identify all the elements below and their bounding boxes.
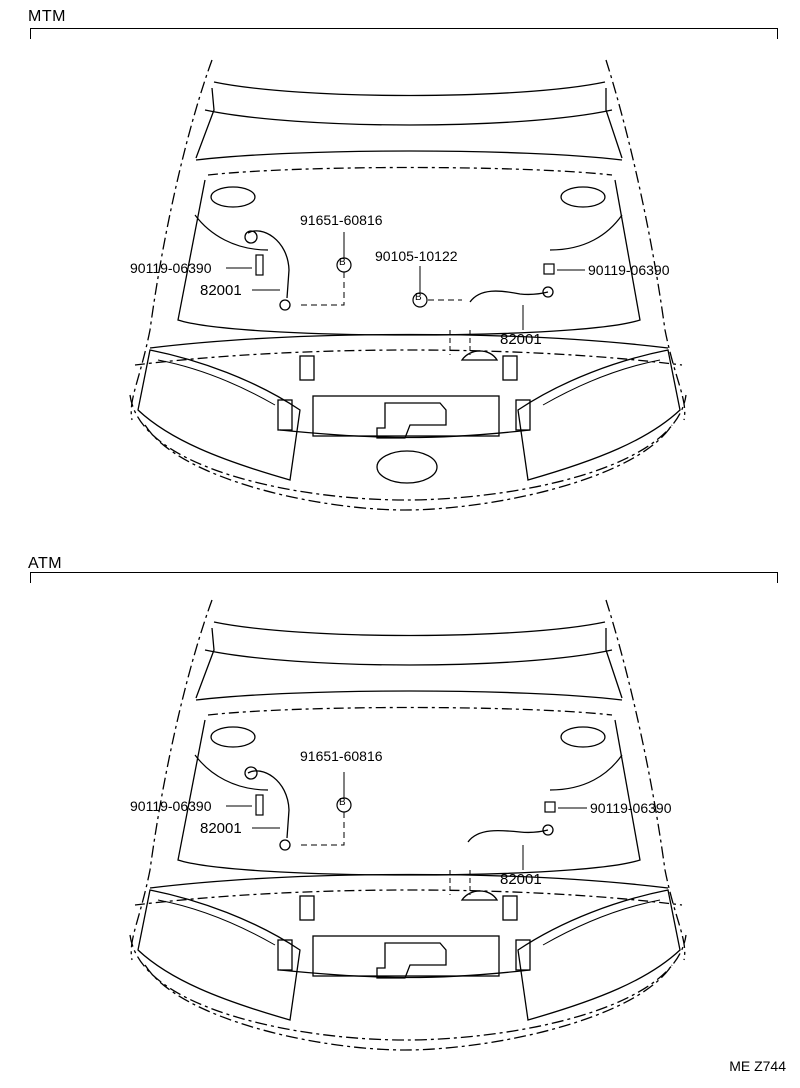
marker-b-label: B xyxy=(339,257,346,268)
label-part-91651: 91651-60816 xyxy=(300,748,383,764)
label-cable-left: 82001 xyxy=(200,282,242,299)
diagram-code: ME Z744 xyxy=(729,1058,786,1074)
bolt-left-atm xyxy=(255,794,264,816)
cable-terminal-right xyxy=(542,286,554,298)
cable-terminal-bottom-left xyxy=(279,839,291,851)
label-cable-right: 82001 xyxy=(500,871,542,888)
label-part-90105: 90105-10122 xyxy=(375,248,458,264)
label-bolt-left: 90119-06390 xyxy=(130,260,212,276)
label-bolt-right: 90119-06390 xyxy=(590,800,672,816)
ground-cable-left-atm xyxy=(247,770,290,839)
section-title-mtm: MTM xyxy=(28,8,66,25)
label-bolt-right: 90119-06390 xyxy=(588,262,670,278)
bolt-right-atm xyxy=(544,801,556,813)
section-bracket-atm xyxy=(30,572,778,583)
cable-terminal-top-left xyxy=(244,766,258,780)
emblem-ellipse xyxy=(376,450,438,484)
bolt-left-mtm xyxy=(255,254,264,276)
label-cable-right: 82001 xyxy=(500,331,542,348)
section-title-atm: ATM xyxy=(28,555,63,572)
cable-terminal-top-left xyxy=(244,230,258,244)
label-cable-left: 82001 xyxy=(200,820,242,837)
cable-terminal-bottom-left xyxy=(279,299,291,311)
label-bolt-left: 90119-06390 xyxy=(130,798,212,814)
marker-b-label: B xyxy=(339,797,346,808)
ground-cable-right-mtm xyxy=(469,290,549,303)
ground-cable-left-mtm xyxy=(247,230,290,299)
ground-cable-right-atm xyxy=(467,829,549,843)
bolt-right-mtm xyxy=(543,263,555,275)
label-part-91651: 91651-60816 xyxy=(300,212,383,228)
marker-b-label: B xyxy=(415,292,422,303)
cable-terminal-right xyxy=(542,824,554,836)
section-bracket-mtm xyxy=(30,28,778,39)
